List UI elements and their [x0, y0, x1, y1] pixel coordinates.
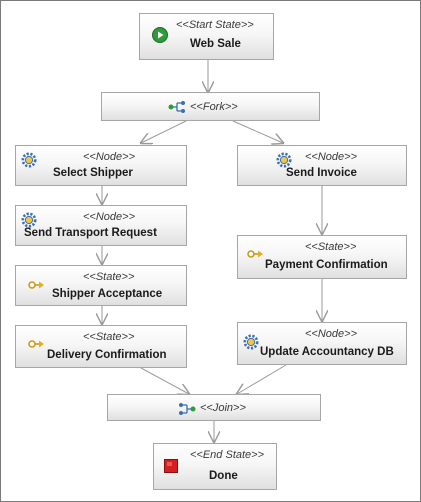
stop-icon: [164, 459, 178, 473]
node-stereotype: <<Node>>: [305, 328, 357, 340]
state-shipper-acceptance[interactable]: <<State>> Shipper Acceptance: [15, 265, 187, 306]
node-stereotype: <<Node>>: [83, 211, 135, 223]
node-stereotype: <<State>>: [83, 331, 135, 343]
play-icon: [152, 27, 168, 43]
node-label: Send Transport Request: [24, 227, 157, 239]
gear-icon: [276, 152, 292, 168]
node-stereotype: <<Node>>: [83, 151, 135, 163]
node-stereotype: <<Start State>>: [176, 19, 254, 31]
node-label: Update Accountancy DB: [260, 346, 394, 358]
state-arrow-icon: [28, 281, 44, 289]
node-label: Select Shipper: [53, 167, 133, 179]
node-label: Delivery Confirmation: [47, 349, 167, 361]
node-select-shipper[interactable]: <<Node>> Select Shipper: [15, 145, 187, 186]
state-arrow-icon: [247, 250, 263, 258]
node-send-invoice[interactable]: <<Node>> Send Invoice: [237, 145, 407, 186]
node-update-accountancy-db[interactable]: <<Node>> Update Accountancy DB: [237, 322, 407, 365]
node-stereotype: <<Node>>: [305, 151, 357, 163]
gear-icon: [21, 212, 37, 228]
gear-icon: [21, 152, 37, 168]
node-stereotype: <<State>>: [83, 271, 135, 283]
fork-bar[interactable]: <<Fork>>: [101, 92, 320, 121]
start-state-web-sale[interactable]: <<Start State>> Web Sale: [139, 13, 274, 60]
node-label: Send Invoice: [286, 167, 357, 179]
state-delivery-confirmation[interactable]: <<State>> Delivery Confirmation: [15, 325, 187, 368]
state-arrow-icon: [28, 340, 44, 348]
node-label: Web Sale: [190, 38, 241, 50]
state-payment-confirmation[interactable]: <<State>> Payment Confirmation: [237, 235, 407, 279]
join-bar[interactable]: <<Join>>: [107, 394, 321, 421]
node-stereotype: <<State>>: [305, 241, 357, 253]
gear-icon: [243, 334, 259, 350]
edge-fork-to-select-shipper: [141, 120, 187, 143]
join-stereotype: <<Join>>: [200, 402, 246, 414]
node-send-transport-request[interactable]: <<Node>> Send Transport Request: [15, 205, 187, 246]
node-label: Payment Confirmation: [265, 259, 388, 271]
fork-icon: [168, 101, 185, 113]
edge-delivery-to-join: [140, 367, 189, 394]
fork-stereotype: <<Fork>>: [190, 101, 238, 113]
end-state-done[interactable]: <<End State>> Done: [153, 443, 277, 490]
node-stereotype: <<End State>>: [190, 449, 265, 461]
node-label: Done: [209, 470, 238, 482]
edge-fork-to-send-invoice: [232, 120, 283, 143]
node-label: Shipper Acceptance: [52, 288, 163, 300]
join-icon: [179, 403, 196, 415]
edge-update-db-to-join: [237, 364, 287, 394]
